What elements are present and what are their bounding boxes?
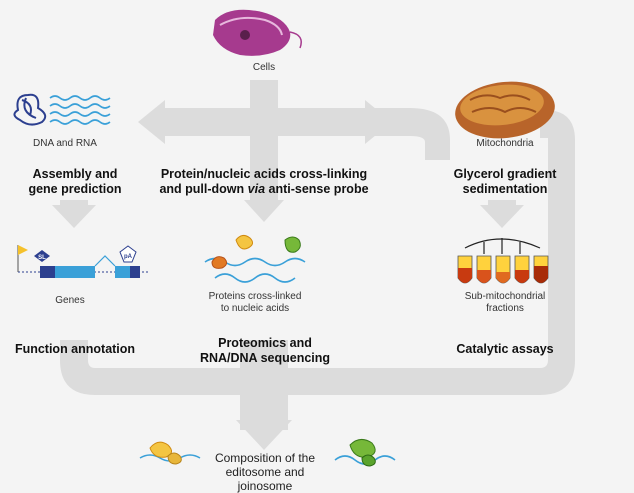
mitochondria-icon	[455, 81, 555, 139]
tube	[514, 255, 530, 284]
function-annotation-heading: Function annotation	[14, 342, 136, 356]
mitochondria-label: Mitochondria	[476, 138, 534, 149]
cell-icon	[213, 9, 302, 56]
tube	[457, 255, 473, 284]
tube	[476, 255, 492, 284]
flow-arrows	[52, 80, 575, 450]
pa-tag: pA	[124, 254, 133, 260]
tube	[495, 255, 511, 284]
final-label: Composition of the editosome and joinoso…	[214, 451, 316, 493]
glycerol-heading: Glycerol gradient sedimentation	[453, 167, 557, 196]
crosslinked-icon	[204, 234, 306, 283]
proteomics-heading: Proteomics and RNA/DNA sequencing	[199, 336, 331, 365]
catalytic-assays-heading: Catalytic assays	[456, 342, 554, 356]
cells-label: Cells	[252, 62, 276, 73]
editosome-icon-right	[334, 439, 396, 467]
crosslinked-label: Proteins cross-linked to nucleic acids	[208, 291, 302, 314]
dna-rna-label: DNA and RNA	[33, 138, 97, 149]
tube	[533, 255, 549, 284]
genes-label: Genes	[55, 295, 85, 306]
gene-diagram: SL pA	[17, 245, 150, 278]
crosslinking-heading: Protein/nucleic acids cross-linking and …	[159, 167, 369, 196]
dna-rna-icon	[13, 93, 111, 126]
sl-tag: SL	[38, 255, 46, 261]
fraction-tubes	[457, 238, 549, 284]
fractions-label: Sub-mitochondrial fractions	[464, 291, 546, 314]
assembly-heading: Assembly and gene prediction	[28, 167, 122, 196]
editosome-icon-left	[139, 441, 201, 465]
